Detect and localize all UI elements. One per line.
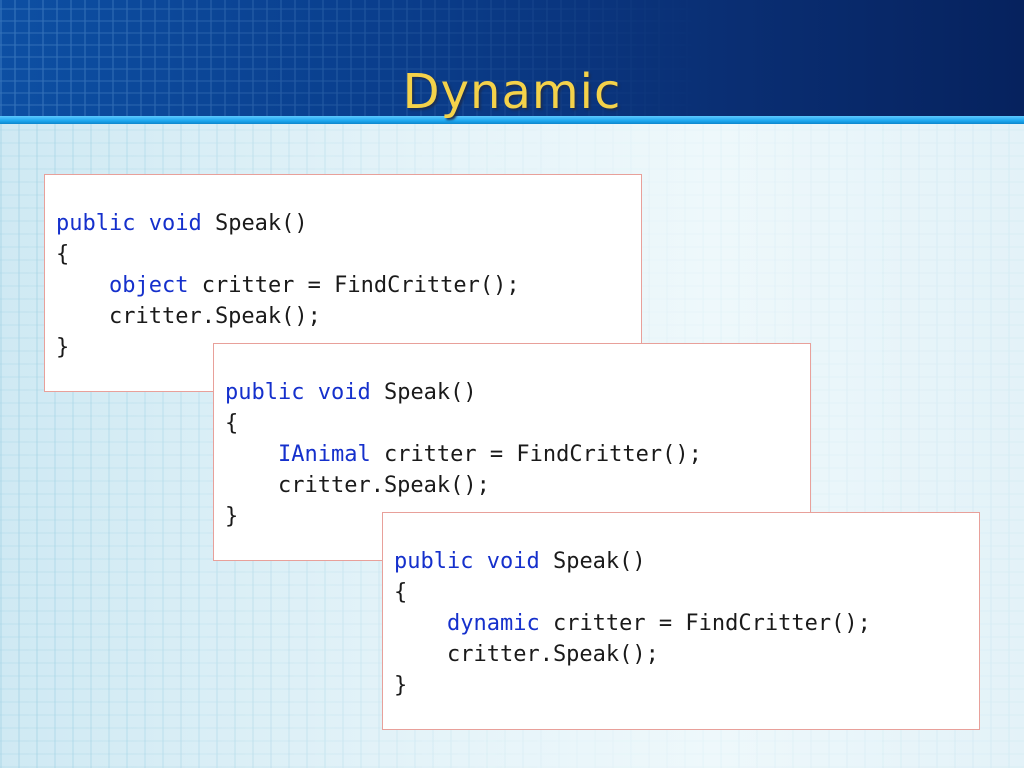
code-text: critter = FindCritter(); (188, 273, 520, 298)
code-text: public void Speak() { dynamic critter = … (394, 546, 871, 701)
code-text: } (394, 673, 408, 698)
code-text: critter.Speak(); (394, 642, 659, 667)
code-keyword: IAnimal (277, 442, 371, 467)
banner-underline (0, 116, 1024, 124)
banner-pattern (0, 0, 1024, 118)
code-text: { (56, 242, 70, 267)
code-text: critter = FindCritter(); (539, 611, 871, 636)
code-text: { (225, 411, 239, 436)
title-banner (0, 0, 1024, 118)
code-text: } (56, 335, 70, 360)
code-text: Speak() (370, 380, 477, 405)
code-keyword: public void (56, 211, 202, 236)
code-keyword: public void (394, 549, 540, 574)
slide-title: Dynamic (402, 64, 622, 120)
code-text: public void Speak() { object critter = F… (56, 208, 520, 363)
code-text: public void Speak() { IAnimal critter = … (225, 377, 702, 532)
code-text: critter.Speak(); (56, 304, 321, 329)
code-text: { (394, 580, 408, 605)
code-keyword: dynamic (446, 611, 540, 636)
code-block-object: public void Speak() { object critter = F… (44, 174, 642, 392)
code-indent (56, 273, 109, 298)
code-text: critter = FindCritter(); (370, 442, 702, 467)
code-block-dynamic: public void Speak() { dynamic critter = … (382, 512, 980, 730)
code-keyword: object (108, 273, 189, 298)
code-keyword: public void (225, 380, 371, 405)
code-indent (225, 442, 278, 467)
code-indent (394, 611, 447, 636)
code-text: critter.Speak(); (225, 473, 490, 498)
code-text: Speak() (539, 549, 646, 574)
code-text: Speak() (201, 211, 308, 236)
code-text: } (225, 504, 239, 529)
